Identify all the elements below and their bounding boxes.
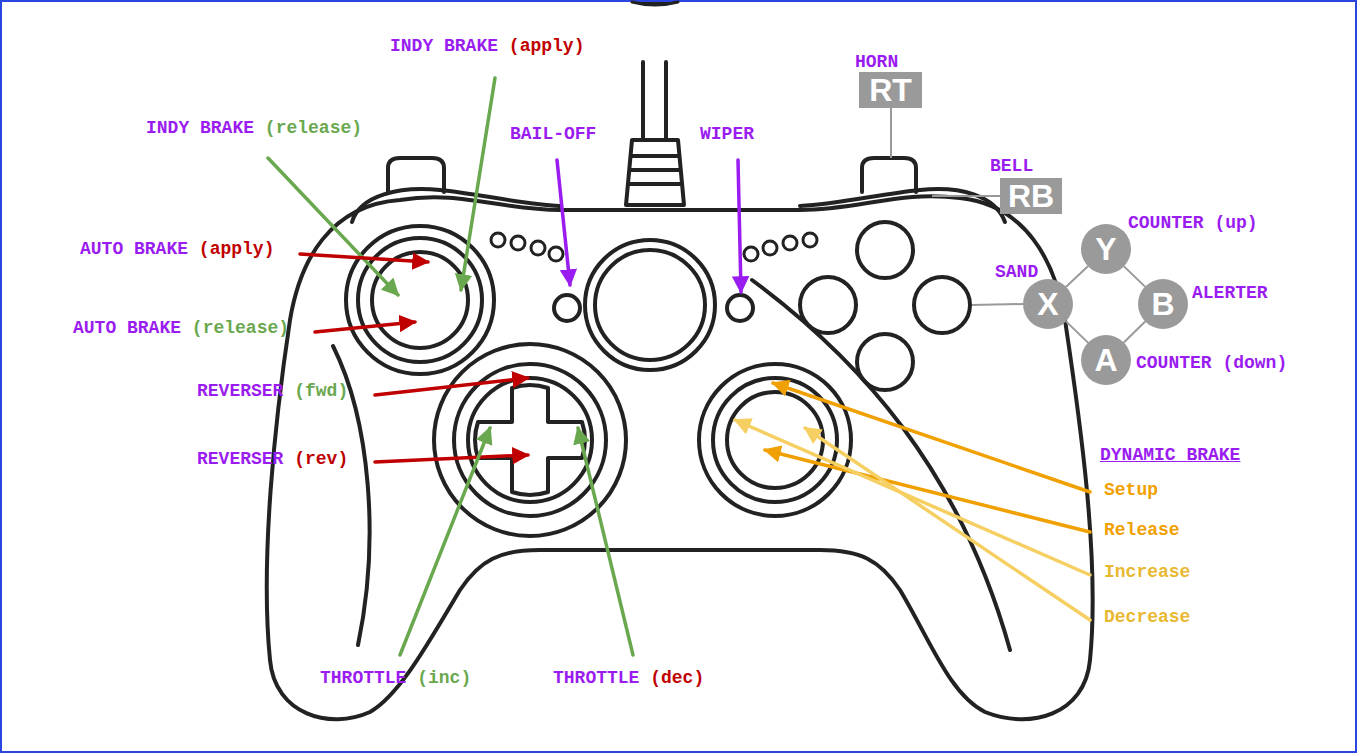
button-circle: X: [1023, 279, 1073, 329]
callout-label: HORN: [855, 51, 898, 73]
label-text: HORN: [855, 52, 898, 72]
label-text: INDY BRAKE: [390, 36, 498, 56]
callout-label: THROTTLE (inc): [320, 667, 471, 689]
callout-label: Setup: [1104, 479, 1158, 501]
label-text: Decrease: [1104, 607, 1190, 627]
button-circle: Y: [1081, 224, 1131, 274]
label-text: COUNTER (down): [1136, 353, 1287, 373]
callout-label: Release: [1104, 519, 1180, 541]
connector-line: [1124, 322, 1145, 343]
callout-label: WIPER: [700, 123, 754, 145]
label-text: BAIL-OFF: [510, 124, 596, 144]
label-text: DYNAMIC BRAKE: [1100, 445, 1240, 465]
label-text: THROTTLE: [320, 668, 406, 688]
button-circle: A: [1081, 335, 1131, 385]
callout-label: COUNTER (up): [1128, 212, 1258, 234]
button-circle: B: [1138, 279, 1188, 329]
label-text: Setup: [1104, 480, 1158, 500]
label-text: (release): [192, 318, 289, 338]
callout-label: Decrease: [1104, 606, 1190, 628]
label-text: ALERTER: [1192, 283, 1268, 303]
label-text: Increase: [1104, 562, 1190, 582]
label-text: (dec): [650, 668, 704, 688]
label-text: THROTTLE: [553, 668, 639, 688]
connector-line: [1124, 266, 1145, 286]
label-text: (inc): [417, 668, 471, 688]
callout-label: BAIL-OFF: [510, 123, 596, 145]
button-letter: RB: [1008, 179, 1054, 213]
callout-label: AUTO BRAKE (apply): [80, 238, 274, 260]
label-text: (release): [265, 118, 362, 138]
button-letter: B: [1151, 287, 1174, 321]
label-text: AUTO BRAKE: [73, 318, 181, 338]
label-text: WIPER: [700, 124, 754, 144]
label-text: INDY BRAKE: [146, 118, 254, 138]
label-text: (apply): [509, 36, 585, 56]
callout-label: BELL: [990, 155, 1033, 177]
label-text: Release: [1104, 520, 1180, 540]
callout-label: SAND: [995, 261, 1038, 283]
label-text: (apply): [199, 239, 275, 259]
connector-line: [1066, 266, 1088, 287]
label-text: SAND: [995, 262, 1038, 282]
label-text: (rev): [294, 449, 348, 469]
callout-label: REVERSER (rev): [197, 448, 348, 470]
callout-label: DYNAMIC BRAKE: [1100, 444, 1240, 466]
label-text: BELL: [990, 156, 1033, 176]
callout-label: COUNTER (down): [1136, 352, 1287, 374]
button-box: RT: [859, 72, 922, 108]
button-box: RB: [1000, 178, 1062, 214]
callout-label: Increase: [1104, 561, 1190, 583]
connector-line: [1066, 321, 1088, 342]
label-text: (fwd): [294, 381, 348, 401]
callout-label: INDY BRAKE (release): [146, 117, 362, 139]
callout-label: THROTTLE (dec): [553, 667, 704, 689]
button-letter: A: [1094, 343, 1117, 377]
callout-label: AUTO BRAKE (release): [73, 317, 289, 339]
label-text: REVERSER: [197, 449, 283, 469]
callout-label: INDY BRAKE (apply): [390, 35, 584, 57]
label-text: COUNTER (up): [1128, 213, 1258, 233]
button-letter: X: [1037, 287, 1058, 321]
label-text: REVERSER: [197, 381, 283, 401]
callout-label: ALERTER: [1192, 282, 1268, 304]
button-letter: RT: [869, 73, 912, 107]
label-text: AUTO BRAKE: [80, 239, 188, 259]
button-letter: Y: [1095, 232, 1116, 266]
callout-label: REVERSER (fwd): [197, 380, 348, 402]
